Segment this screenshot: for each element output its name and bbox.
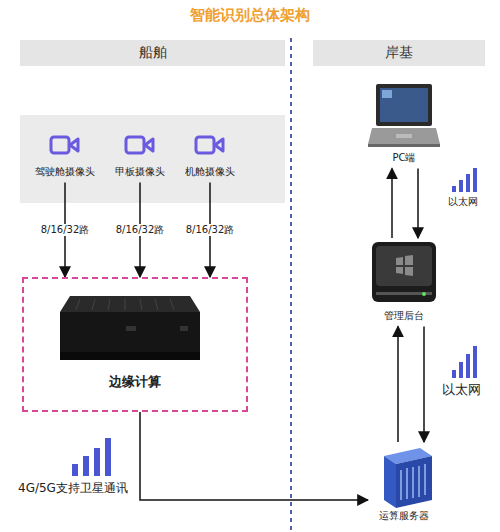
management-backend: 管理后台 bbox=[368, 238, 440, 327]
node-text: 边缘计算 bbox=[24, 374, 246, 390]
connector-arrow bbox=[423, 327, 425, 443]
node-text: 管理后台 bbox=[368, 310, 440, 323]
node-text: 驾驶舱摄像头 bbox=[31, 166, 99, 179]
region-band: 岸基 bbox=[313, 40, 485, 66]
connector-arrow bbox=[397, 327, 399, 443]
annotation-label: 以太网 bbox=[442, 382, 481, 398]
node-text: PC端 bbox=[368, 152, 440, 165]
connector-arrow bbox=[417, 169, 419, 239]
edge-computing-box: 边缘计算 bbox=[22, 277, 248, 412]
edge-device-picture bbox=[60, 296, 200, 360]
edge-label: 8/16/32路 bbox=[114, 224, 167, 236]
pc-client: PC端 bbox=[368, 80, 440, 169]
connector-arrow bbox=[391, 169, 393, 239]
annotation-label: 4G/5G支持卫星通讯 bbox=[18, 481, 128, 495]
camera-item: 驾驶舱摄像头 bbox=[31, 166, 99, 183]
camera-panel bbox=[20, 115, 285, 203]
node-text: 岸基 bbox=[385, 44, 413, 62]
signal-icon bbox=[452, 346, 477, 378]
diagram-title: 智能识别总体架构 bbox=[190, 6, 310, 24]
region-band: 船舶 bbox=[20, 40, 285, 66]
camera-icons bbox=[51, 137, 223, 153]
node-text: 机舱摄像头 bbox=[181, 166, 239, 179]
signal-icon bbox=[452, 168, 477, 192]
node-text: 甲板摄像头 bbox=[111, 166, 169, 179]
laptop-picture bbox=[368, 84, 440, 147]
server-drive-picture bbox=[372, 242, 436, 302]
edge-label: 8/16/32路 bbox=[184, 224, 237, 236]
annotation-label: 以太网 bbox=[448, 196, 478, 208]
signal-icon bbox=[72, 438, 111, 476]
compute-server: 运算服务器 bbox=[368, 442, 440, 527]
node-text: 船舶 bbox=[139, 44, 167, 62]
camera-item: 甲板摄像头 bbox=[111, 166, 169, 183]
divider-line bbox=[290, 38, 292, 532]
connector-arrow bbox=[140, 412, 368, 500]
compute-server-picture bbox=[384, 448, 432, 508]
node-text: 运算服务器 bbox=[368, 510, 440, 523]
edge-label: 8/16/32路 bbox=[39, 224, 92, 236]
camera-item: 机舱摄像头 bbox=[181, 166, 239, 183]
